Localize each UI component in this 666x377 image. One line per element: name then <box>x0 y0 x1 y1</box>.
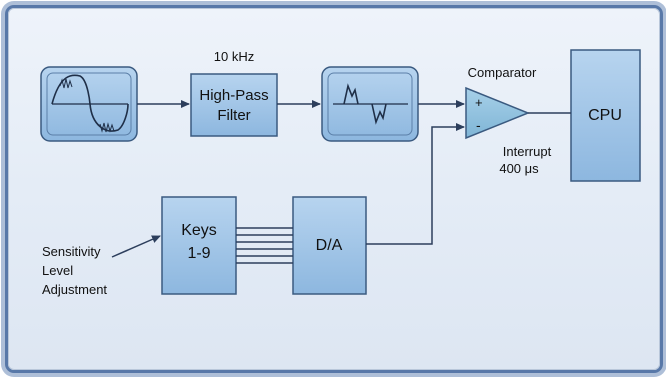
interrupt-label: Interrupt <box>503 144 552 159</box>
high-pass-filter-block: High-Pass Filter <box>190 73 278 137</box>
da-converter-block: D/A <box>292 196 367 295</box>
filtered-signal-block <box>321 66 419 142</box>
frequency-label: 10 kHz <box>214 49 254 64</box>
comparator-label: Comparator <box>468 65 537 80</box>
sensitivity-label-line1: Sensitivity <box>42 244 101 259</box>
comparator: + - <box>465 86 531 140</box>
keys-label-line1: Keys <box>181 222 217 239</box>
sensitivity-label-line3: Adjustment <box>42 282 107 297</box>
comparator-plus: + <box>475 95 483 110</box>
da-to-comparator-line <box>366 123 465 245</box>
connections <box>111 100 571 264</box>
comparator-minus: - <box>476 117 481 133</box>
sensitivity-arrow <box>111 235 161 258</box>
interrupt-time-label: 400 μs <box>499 161 539 176</box>
keys-block: Keys 1-9 <box>161 196 237 295</box>
cpu-block: CPU <box>570 49 641 182</box>
keys-label-line2: 1-9 <box>187 245 210 262</box>
sensitivity-annotation: Sensitivity Level Adjustment <box>42 244 107 297</box>
hpf-label-line2: Filter <box>217 107 250 124</box>
da-label: D/A <box>316 237 343 254</box>
cpu-label: CPU <box>588 107 622 124</box>
data-bus-lines <box>236 227 293 264</box>
sensitivity-label-line2: Level <box>42 263 73 278</box>
signal-source-block <box>40 66 138 142</box>
spike-waveform-icon <box>333 83 408 125</box>
hpf-label-line1: High-Pass <box>199 87 268 104</box>
sine-wave-icon <box>51 74 129 133</box>
